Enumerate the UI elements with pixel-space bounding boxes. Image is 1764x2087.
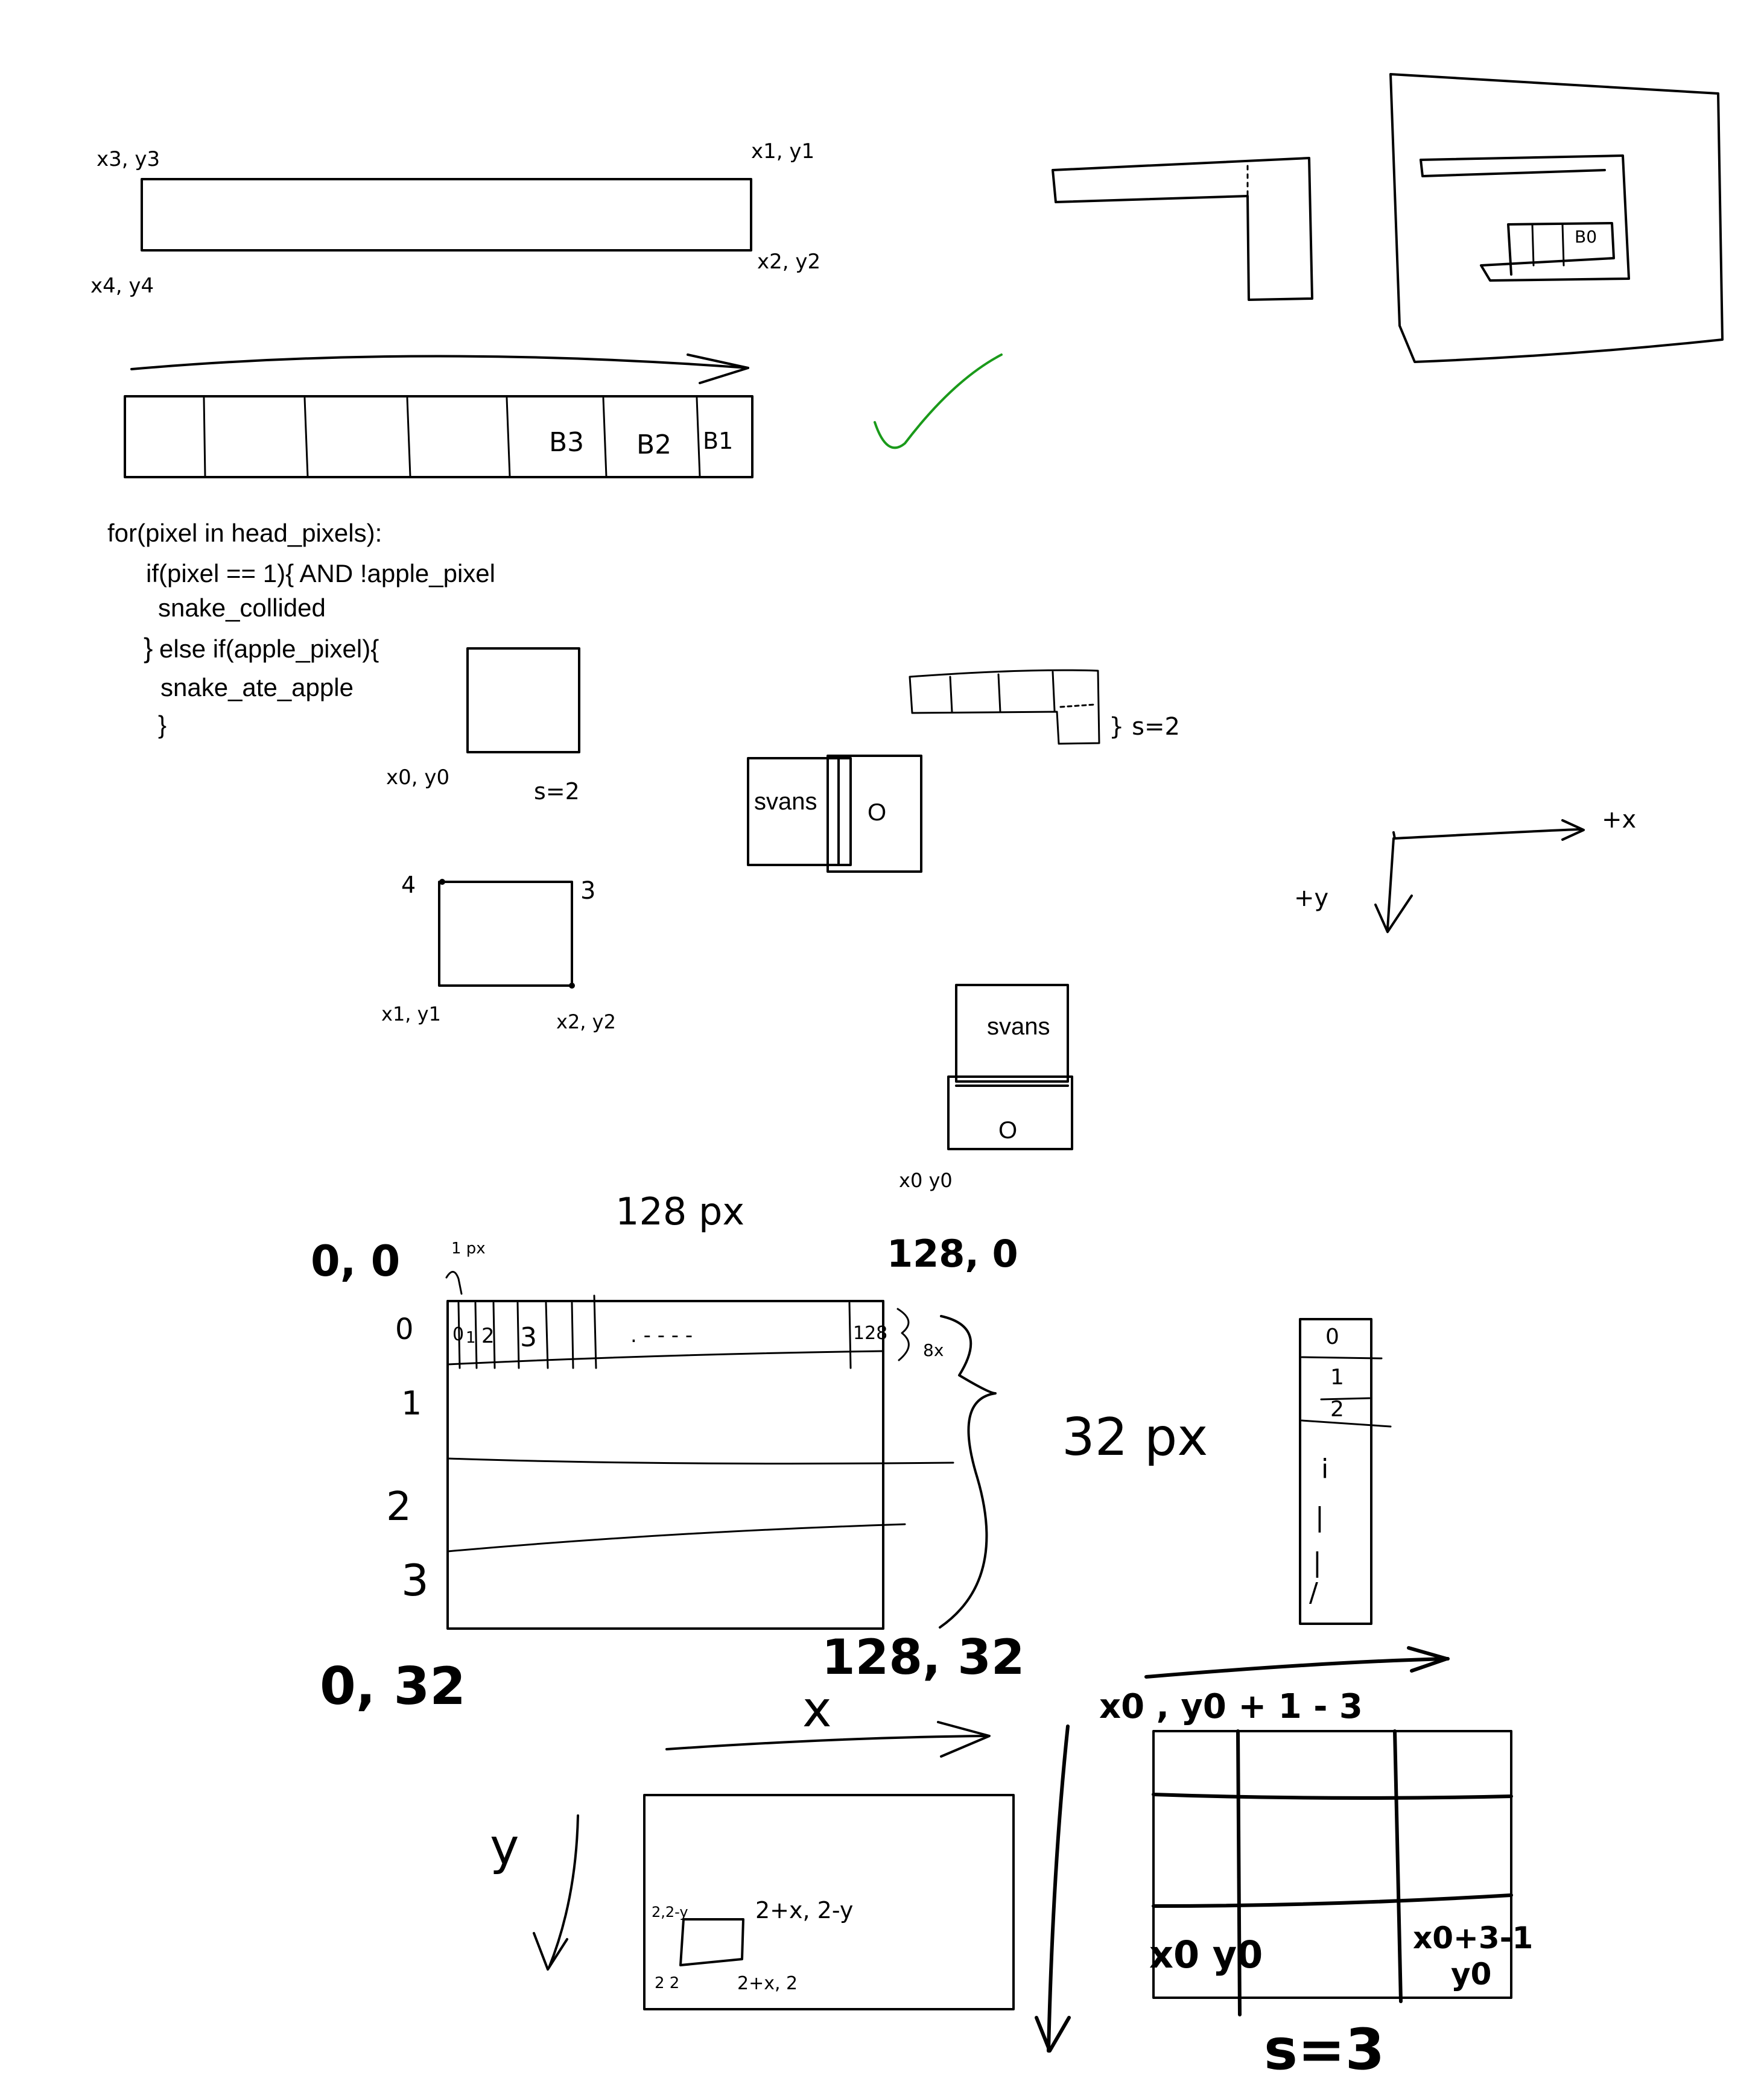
corner-label-1: x1, y1 [751, 139, 814, 163]
pixel-col-1: 1 [466, 1329, 476, 1347]
screen-rectangle [448, 1301, 883, 1629]
pixel-col-128: 128 [853, 1323, 887, 1344]
corner-label-2: x2, y2 [757, 250, 820, 274]
pixel-col-3: 3 [520, 1322, 537, 1353]
code-line-6: } [158, 711, 167, 739]
screen-corner-tr: 128, 0 [887, 1232, 1018, 1276]
small-box-tl-label: 2,2-y [652, 1904, 688, 1921]
long-rectangle [142, 179, 751, 250]
small-box-x-label: x [802, 1681, 832, 1738]
code-line-4a: } [144, 632, 153, 663]
screen-diagram: 128 px 0, 0 128, 0 1 px 0 1 2 3 . - - - … [311, 1189, 1208, 1717]
screen-corner-bl: 0, 32 [320, 1656, 466, 1717]
screen-corner-br: 128, 32 [822, 1629, 1025, 1685]
corner-number-3: 3 [580, 877, 595, 905]
code-line-5: snake_ate_apple [160, 673, 354, 701]
segment-label-b2: B2 [636, 429, 671, 460]
column-dots-1: | [1315, 1502, 1324, 1533]
apple-label-vertical: O [998, 1117, 1017, 1144]
corner-rectangle: 4 3 x1, y1 x2, y2 [381, 872, 616, 1033]
pixel-dots: . - - - - [630, 1323, 693, 1348]
grid-bottom-right-label: x0+3-1 [1413, 1921, 1533, 1956]
snake-row-size-label: } s=2 [1109, 713, 1180, 741]
small-box-diagram: x y 2,2-y 2+x, 2-y 2 2 2+x, 2 [490, 1681, 1014, 2009]
pixel-col-2: 2 [481, 1324, 495, 1348]
row-label-2: 2 [386, 1483, 411, 1530]
top-rectangle-group: x3, y3 x1, y1 x2, y2 x4, y4 [90, 139, 820, 298]
corner-label-x2: x2, y2 [556, 1010, 616, 1033]
row-label-3: 3 [401, 1555, 429, 1606]
screen-corner-tl: 0, 0 [311, 1237, 400, 1286]
apple-label: O [868, 799, 886, 826]
column-strip: 0 1 2 i | | / [1300, 1319, 1391, 1624]
spiral-label-b0: B0 [1575, 227, 1597, 247]
spiral-snake-box: B0 [1391, 74, 1722, 362]
segment-label-b3: B3 [549, 427, 584, 458]
row-label-0: 0 [395, 1313, 414, 1346]
overlap-horizontal: svans O [748, 756, 921, 872]
column-cell-1: 1 [1330, 1365, 1344, 1390]
corner-number-4: 4 [401, 872, 416, 898]
code-line-2: if(pixel == 1){ AND !apple_pixel [146, 559, 495, 587]
column-dots-2: | [1313, 1547, 1322, 1578]
svans-label-vertical: svans [987, 1013, 1050, 1040]
axes: +x +y [1294, 806, 1636, 932]
code-line-3: snake_collided [158, 594, 326, 622]
screen-height-label: 32 px [1062, 1407, 1208, 1468]
axis-x-label: +x [1602, 806, 1636, 834]
grid-bottom-right-label-2: y0 [1451, 1957, 1491, 1992]
small-box-tr-label: 2+x, 2-y [755, 1897, 853, 1924]
row-label-1: 1 [401, 1384, 422, 1422]
row-height-label: 8x [923, 1340, 944, 1360]
check-mark-icon [875, 355, 1001, 448]
code-line-1: for(pixel in head_pixels): [107, 519, 382, 547]
column-dots-3: / [1309, 1577, 1318, 1608]
corner-label-x1: x1, y1 [381, 1002, 441, 1025]
small-box-br-label: 2+x, 2 [737, 1973, 798, 1994]
pixel-col-0: 0 [452, 1324, 464, 1345]
grid-top-label: x0 , y0 + 1 - 3 [1099, 1687, 1363, 1726]
screen-width-label: 128 px [615, 1189, 744, 1234]
column-dots-0: i [1321, 1454, 1328, 1484]
code-line-4b: else if(apple_pixel){ [159, 635, 379, 663]
grid-size-label: s=3 [1264, 2017, 1385, 2083]
square-size-2: x0, y0 s=2 [386, 648, 580, 805]
square [468, 648, 579, 752]
vertical-origin-label: x0 y0 [899, 1169, 953, 1192]
square-origin-label: x0, y0 [386, 765, 449, 790]
column-cell-0: 0 [1325, 1325, 1339, 1349]
small-box-y-label: y [490, 1819, 519, 1876]
small-snake-row: } s=2 [910, 670, 1180, 744]
segmented-snake: B3 B2 B1 [125, 396, 752, 477]
grid-bottom-left-label: x0 y0 [1149, 1933, 1263, 1977]
l-shaped-snake [1053, 158, 1312, 300]
corner-label-3: x3, y3 [97, 147, 160, 171]
corner-rect [439, 882, 572, 986]
corner-label-4: x4, y4 [90, 274, 154, 298]
overlap-vertical: svans O x0 y0 [899, 985, 1072, 1192]
square-size-label: s=2 [534, 778, 580, 805]
segment-label-b1: B1 [703, 428, 733, 454]
code-block: for(pixel in head_pixels): if(pixel == 1… [107, 519, 495, 739]
column-cell-2: 2 [1330, 1397, 1344, 1422]
grid-s3: x0 , y0 + 1 - 3 x0 y0 x0+3-1 y0 s=3 [1036, 1648, 1533, 2083]
small-box-inner [681, 1919, 743, 1965]
one-px-label: 1 px [451, 1240, 486, 1258]
direction-arrow [132, 355, 748, 383]
svans-label: svans [754, 788, 817, 815]
axis-y-label: +y [1294, 884, 1328, 912]
small-box-bl-label: 2 2 [655, 1974, 679, 1992]
